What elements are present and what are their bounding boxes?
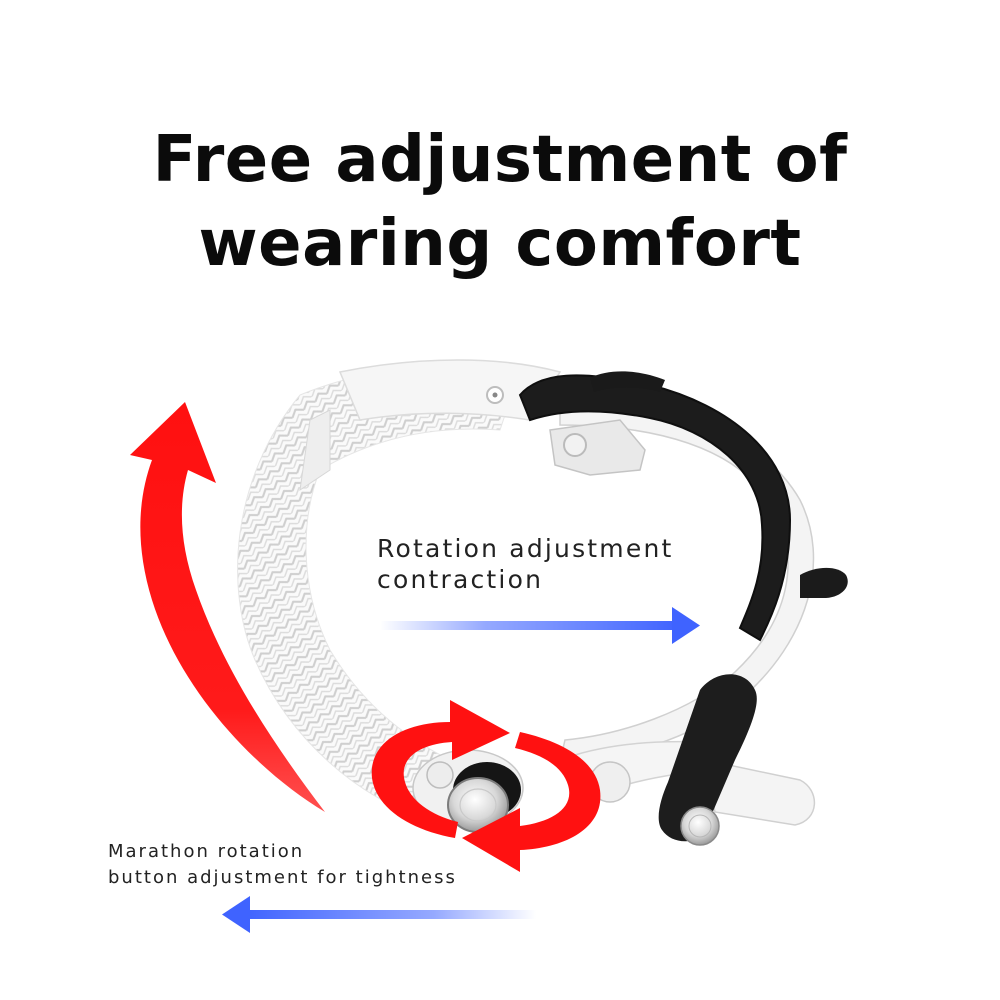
curved-up-arrow-icon — [130, 402, 325, 812]
top-arm — [338, 359, 562, 421]
title-line-1: Free adjustment of — [152, 123, 848, 197]
rotation-callout-line-1: Rotation adjustment — [377, 534, 674, 563]
page-title: Free adjustment of wearing comfort — [0, 118, 1000, 286]
side-tab — [800, 567, 848, 598]
arrow-left-icon — [222, 896, 536, 933]
marathon-callout: Marathon rotation button adjustment for … — [108, 839, 457, 891]
marathon-callout-line-1: Marathon rotation — [108, 841, 305, 862]
circular-rotation-arrows-icon — [371, 700, 601, 872]
lower-arm — [558, 674, 816, 846]
top-clip — [590, 371, 665, 392]
title-line-2: wearing comfort — [198, 207, 802, 281]
rotation-knob-icon — [412, 749, 631, 833]
marathon-callout-line-2: button adjustment for tightness — [108, 867, 457, 888]
arrow-right-icon — [380, 607, 700, 644]
rotation-callout-line-2: contraction — [377, 565, 544, 594]
hinge — [549, 419, 646, 476]
rotation-callout: Rotation adjustment contraction — [377, 533, 674, 595]
